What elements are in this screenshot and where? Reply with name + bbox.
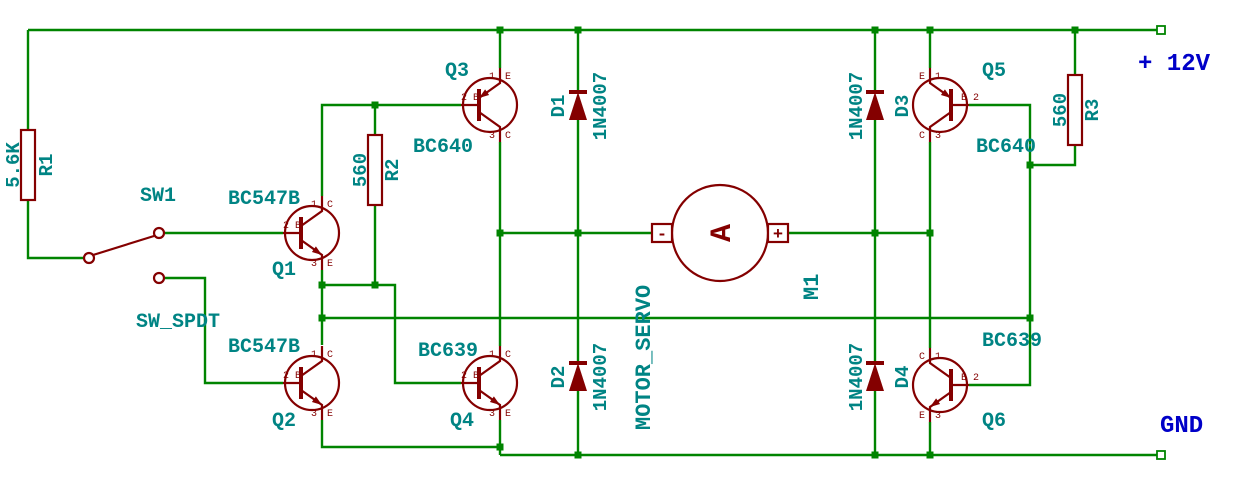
- q1-pin-bottom-num: 3: [311, 259, 317, 270]
- q4-ref-label: Q4: [450, 410, 474, 433]
- transistor-q3[interactable]: Q3 BC640 1 E 2 B 3 C: [413, 60, 519, 159]
- r2-value-label: 560: [350, 153, 372, 187]
- q6-pin-bottom-name: E: [919, 411, 925, 422]
- wire-r3[interactable]: [1030, 30, 1077, 167]
- q5-value-label: BC640: [976, 136, 1036, 159]
- q2-pin-side-num: 2: [283, 371, 289, 382]
- wire-junctions: [318, 26, 1079, 459]
- r3-ref-label: R3: [1082, 99, 1104, 122]
- r1-value-label: 5.6K: [3, 142, 25, 188]
- m1-terminal-neg: -: [657, 226, 667, 245]
- vcc-terminal-square: [1156, 25, 1166, 35]
- transistor-q1[interactable]: BC547B Q1 1 C 2 B 3 E: [228, 188, 341, 282]
- q4-pin-bottom-num: 3: [489, 409, 495, 420]
- wire-q3-column[interactable]: [498, 30, 652, 235]
- q3-pin-top-name: E: [505, 72, 511, 83]
- q2-ref-label: Q2: [272, 410, 296, 433]
- transistor-q2[interactable]: BC547B Q2 1 C 2 B 3 E: [228, 336, 341, 433]
- transistor-q5[interactable]: Q5 BC640 1 E 2 B 3 C: [911, 60, 1036, 159]
- q6-pin-side-name: B: [961, 373, 967, 384]
- d2-value-label: 1N4007: [590, 343, 612, 411]
- q6-pin-top-name: C: [919, 352, 925, 363]
- q4-pin-side-name: B: [473, 371, 479, 382]
- m1-value-label: MOTOR_SERVO: [632, 285, 657, 430]
- q1-value-label: BC547B: [228, 188, 300, 211]
- d1-ref-label: D1: [548, 95, 570, 118]
- q6-pin-top-num: 1: [935, 352, 941, 363]
- q4-pin-top-name: C: [505, 350, 511, 361]
- q6-pin-side-num: 2: [973, 373, 979, 384]
- r3-value-label: 560: [1050, 93, 1072, 127]
- q4-pin-bottom-name: E: [505, 409, 511, 420]
- q5-pin-side-name: B: [961, 93, 967, 104]
- r1-ref-label: R1: [36, 154, 58, 177]
- d3-value-label: 1N4007: [846, 72, 868, 140]
- diode-d2[interactable]: D2 1N4007: [548, 343, 612, 411]
- q1-pin-side-num: 2: [283, 221, 289, 232]
- switch-sw1[interactable]: SW1 SW_SPDT: [82, 185, 220, 334]
- motor-m1[interactable]: - + A MOTOR_SERVO M1: [632, 183, 825, 430]
- q2-pin-bottom-name: E: [327, 409, 333, 420]
- q5-pin-side-num: 2: [973, 93, 979, 104]
- wire-q1-collector-node[interactable]: [320, 103, 461, 196]
- q1-pin-top-num: 1: [311, 200, 317, 211]
- wire-r1-to-switch[interactable]: [26, 200, 84, 260]
- m1-meter-letter: A: [706, 224, 740, 242]
- q6-value-label: BC639: [982, 330, 1042, 353]
- transistor-q6[interactable]: BC639 Q6 1 C 2 B 3 E: [911, 330, 1042, 433]
- diode-d4[interactable]: 1N4007 D4: [846, 343, 914, 411]
- wire-12v-rail[interactable]: [26, 28, 1157, 130]
- q4-pin-side-num: 2: [461, 371, 467, 382]
- resistor-r2[interactable]: 560 R2: [350, 133, 404, 207]
- q2-pin-top-num: 1: [311, 350, 317, 361]
- diode-d1[interactable]: D1 1N4007: [548, 72, 612, 140]
- q5-pin-bottom-name: C: [919, 131, 925, 142]
- q5-pin-bottom-num: 3: [935, 131, 941, 142]
- d4-ref-label: D4: [892, 366, 914, 389]
- q6-pin-bottom-num: 3: [935, 411, 941, 422]
- gnd-terminal-square: [1156, 450, 1166, 460]
- sw1-ref-label: SW1: [140, 185, 176, 208]
- m1-ref-label: M1: [800, 274, 825, 300]
- gnd-net-label: GND: [1160, 413, 1203, 440]
- d4-value-label: 1N4007: [846, 343, 868, 411]
- q3-pin-bottom-num: 3: [489, 131, 495, 142]
- diode-d3[interactable]: 1N4007 D3: [846, 72, 914, 140]
- r2-ref-label: R2: [382, 159, 404, 182]
- q3-ref-label: Q3: [445, 60, 469, 83]
- vcc-net-label: + 12V: [1138, 51, 1211, 78]
- q3-pin-side-name: B: [473, 93, 479, 104]
- q2-value-label: BC547B: [228, 336, 300, 359]
- q1-pin-side-name: B: [295, 221, 301, 232]
- q4-pin-top-num: 1: [489, 350, 495, 361]
- q4-value-label: BC639: [418, 340, 478, 363]
- sw1-value-label: SW_SPDT: [136, 311, 220, 334]
- q6-ref-label: Q6: [982, 410, 1006, 433]
- q3-pin-bottom-name: C: [505, 131, 511, 142]
- q3-value-label: BC640: [413, 136, 473, 159]
- d3-ref-label: D3: [892, 95, 914, 118]
- q2-pin-top-name: C: [327, 350, 333, 361]
- q3-pin-side-num: 2: [461, 93, 467, 104]
- q1-pin-top-name: C: [327, 200, 333, 211]
- q2-pin-bottom-num: 3: [311, 409, 317, 420]
- d2-ref-label: D2: [548, 366, 570, 389]
- m1-terminal-pos: +: [773, 226, 783, 245]
- q5-ref-label: Q5: [982, 60, 1006, 83]
- wire-right-base-node[interactable]: [969, 103, 1032, 387]
- resistor-r3[interactable]: 560 R3: [1050, 73, 1104, 147]
- d1-value-label: 1N4007: [590, 72, 612, 140]
- q1-pin-bottom-name: E: [327, 259, 333, 270]
- resistor-r1[interactable]: 5.6K R1: [3, 128, 58, 202]
- wire-q2-emitter-gnd[interactable]: [320, 420, 500, 449]
- wire-throw2-q2-base[interactable]: [164, 276, 283, 385]
- q5-pin-top-name: E: [919, 72, 925, 83]
- q5-pin-top-num: 1: [935, 72, 941, 83]
- q1-ref-label: Q1: [272, 259, 296, 282]
- q2-pin-side-name: B: [295, 371, 301, 382]
- wire-q4-base-drive[interactable]: [322, 283, 461, 385]
- q3-pin-top-num: 1: [489, 72, 495, 83]
- transistor-q4[interactable]: BC639 Q4 1 C 2 B 3 E: [418, 340, 519, 433]
